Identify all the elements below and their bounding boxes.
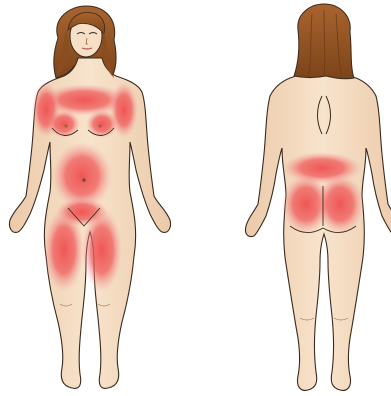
front-nipple-left — [64, 124, 67, 127]
front-highlight-breast-right — [86, 110, 118, 138]
front-nipple-right — [98, 124, 101, 127]
front-highlight-thigh-left — [44, 208, 84, 292]
front-navel — [82, 178, 86, 182]
front-highlight-breast-left — [48, 110, 80, 138]
back-view — [245, 4, 391, 390]
front-view — [9, 6, 170, 388]
front-highlight-thigh-right — [82, 208, 122, 292]
